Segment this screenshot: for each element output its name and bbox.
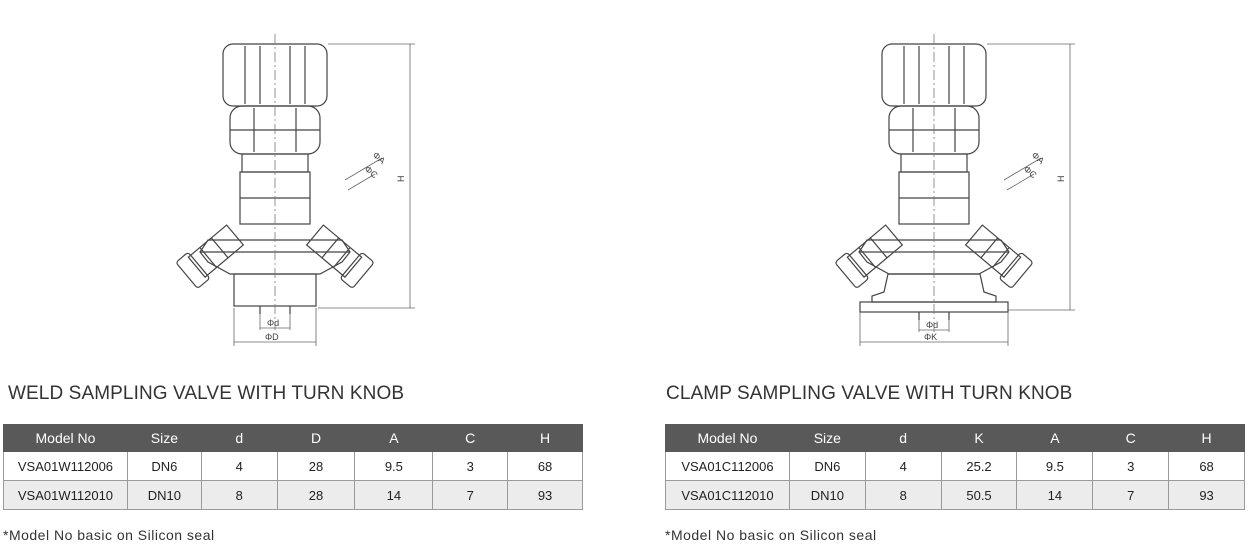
cell: DN6 xyxy=(788,451,866,481)
table-header-row: Model No Size d D A C H xyxy=(3,424,583,452)
clamp-valve-spec-table: Model No Size d K A C H VSA01C112006 DN6… xyxy=(665,424,1245,510)
cell: VSA01W112010 xyxy=(3,480,128,510)
clamp-valve-note: *Model No basic on Silicon seal xyxy=(665,527,877,543)
dim-d-label: Φd xyxy=(926,320,938,330)
cell: 4 xyxy=(864,451,942,481)
cell: DN10 xyxy=(126,480,202,510)
dim-c-label: ΦC xyxy=(1022,164,1039,181)
clamp-valve-drawing: H Φd ΦK ΦA ΦC xyxy=(835,34,1075,346)
dim-c-label: ΦC xyxy=(363,164,380,181)
cell: VSA01C112006 xyxy=(665,451,790,481)
cell: 3 xyxy=(1092,451,1170,481)
table-row: VSA01C112010 DN10 8 50.5 14 7 93 xyxy=(665,480,1245,510)
clamp-valve-title: CLAMP SAMPLING VALVE WITH TURN KNOB xyxy=(666,383,1073,404)
cell: 9.5 xyxy=(1016,451,1094,481)
table-header-row: Model No Size d K A C H xyxy=(665,424,1245,452)
cell: VSA01W112006 xyxy=(3,451,128,481)
col-size: Size xyxy=(126,424,202,452)
cell: DN10 xyxy=(788,480,866,510)
cell: 28 xyxy=(276,480,356,510)
dim-dd-label: ΦD xyxy=(265,332,279,342)
col-model-no: Model No xyxy=(665,424,790,452)
cell: 28 xyxy=(276,451,356,481)
cell: 9.5 xyxy=(354,451,434,481)
weld-valve-spec-table: Model No Size d D A C H VSA01W112006 DN6… xyxy=(3,424,583,510)
col-d: d xyxy=(200,424,278,452)
cell: 93 xyxy=(507,480,583,510)
cell: 25.2 xyxy=(940,451,1018,481)
col-model-no: Model No xyxy=(3,424,128,452)
table-row: VSA01W112010 DN10 8 28 14 7 93 xyxy=(3,480,583,510)
cell: 4 xyxy=(200,451,278,481)
cell: VSA01C112010 xyxy=(665,480,790,510)
cell: 50.5 xyxy=(940,480,1018,510)
cell: 93 xyxy=(1168,480,1245,510)
col-size: Size xyxy=(788,424,866,452)
cell: DN6 xyxy=(126,451,202,481)
cell: 14 xyxy=(1016,480,1094,510)
col-c: C xyxy=(1092,424,1170,452)
cell: 68 xyxy=(507,451,583,481)
cell: 68 xyxy=(1168,451,1245,481)
col-c: C xyxy=(432,424,509,452)
cell: 14 xyxy=(354,480,434,510)
col-a: A xyxy=(1016,424,1094,452)
col-h: H xyxy=(507,424,583,452)
cell: 7 xyxy=(1092,480,1170,510)
dim-k-label: ΦK xyxy=(924,332,937,342)
cell: 3 xyxy=(432,451,509,481)
dim-d-label: Φd xyxy=(267,318,279,328)
weld-valve-note: *Model No basic on Silicon seal xyxy=(3,527,215,543)
dim-h-label: H xyxy=(396,176,406,183)
col-dd: D xyxy=(276,424,356,452)
cell: 8 xyxy=(200,480,278,510)
table-row: VSA01C112006 DN6 4 25.2 9.5 3 68 xyxy=(665,451,1245,481)
dim-h-label: H xyxy=(1056,176,1066,183)
col-h: H xyxy=(1168,424,1245,452)
col-k: K xyxy=(940,424,1018,452)
col-a: A xyxy=(354,424,434,452)
cell: 7 xyxy=(432,480,509,510)
table-row: VSA01W112006 DN6 4 28 9.5 3 68 xyxy=(3,451,583,481)
cell: 8 xyxy=(864,480,942,510)
col-d: d xyxy=(864,424,942,452)
weld-valve-drawing: H Φd ΦD ΦA ΦC xyxy=(176,34,415,346)
weld-valve-title: WELD SAMPLING VALVE WITH TURN KNOB xyxy=(8,383,405,404)
